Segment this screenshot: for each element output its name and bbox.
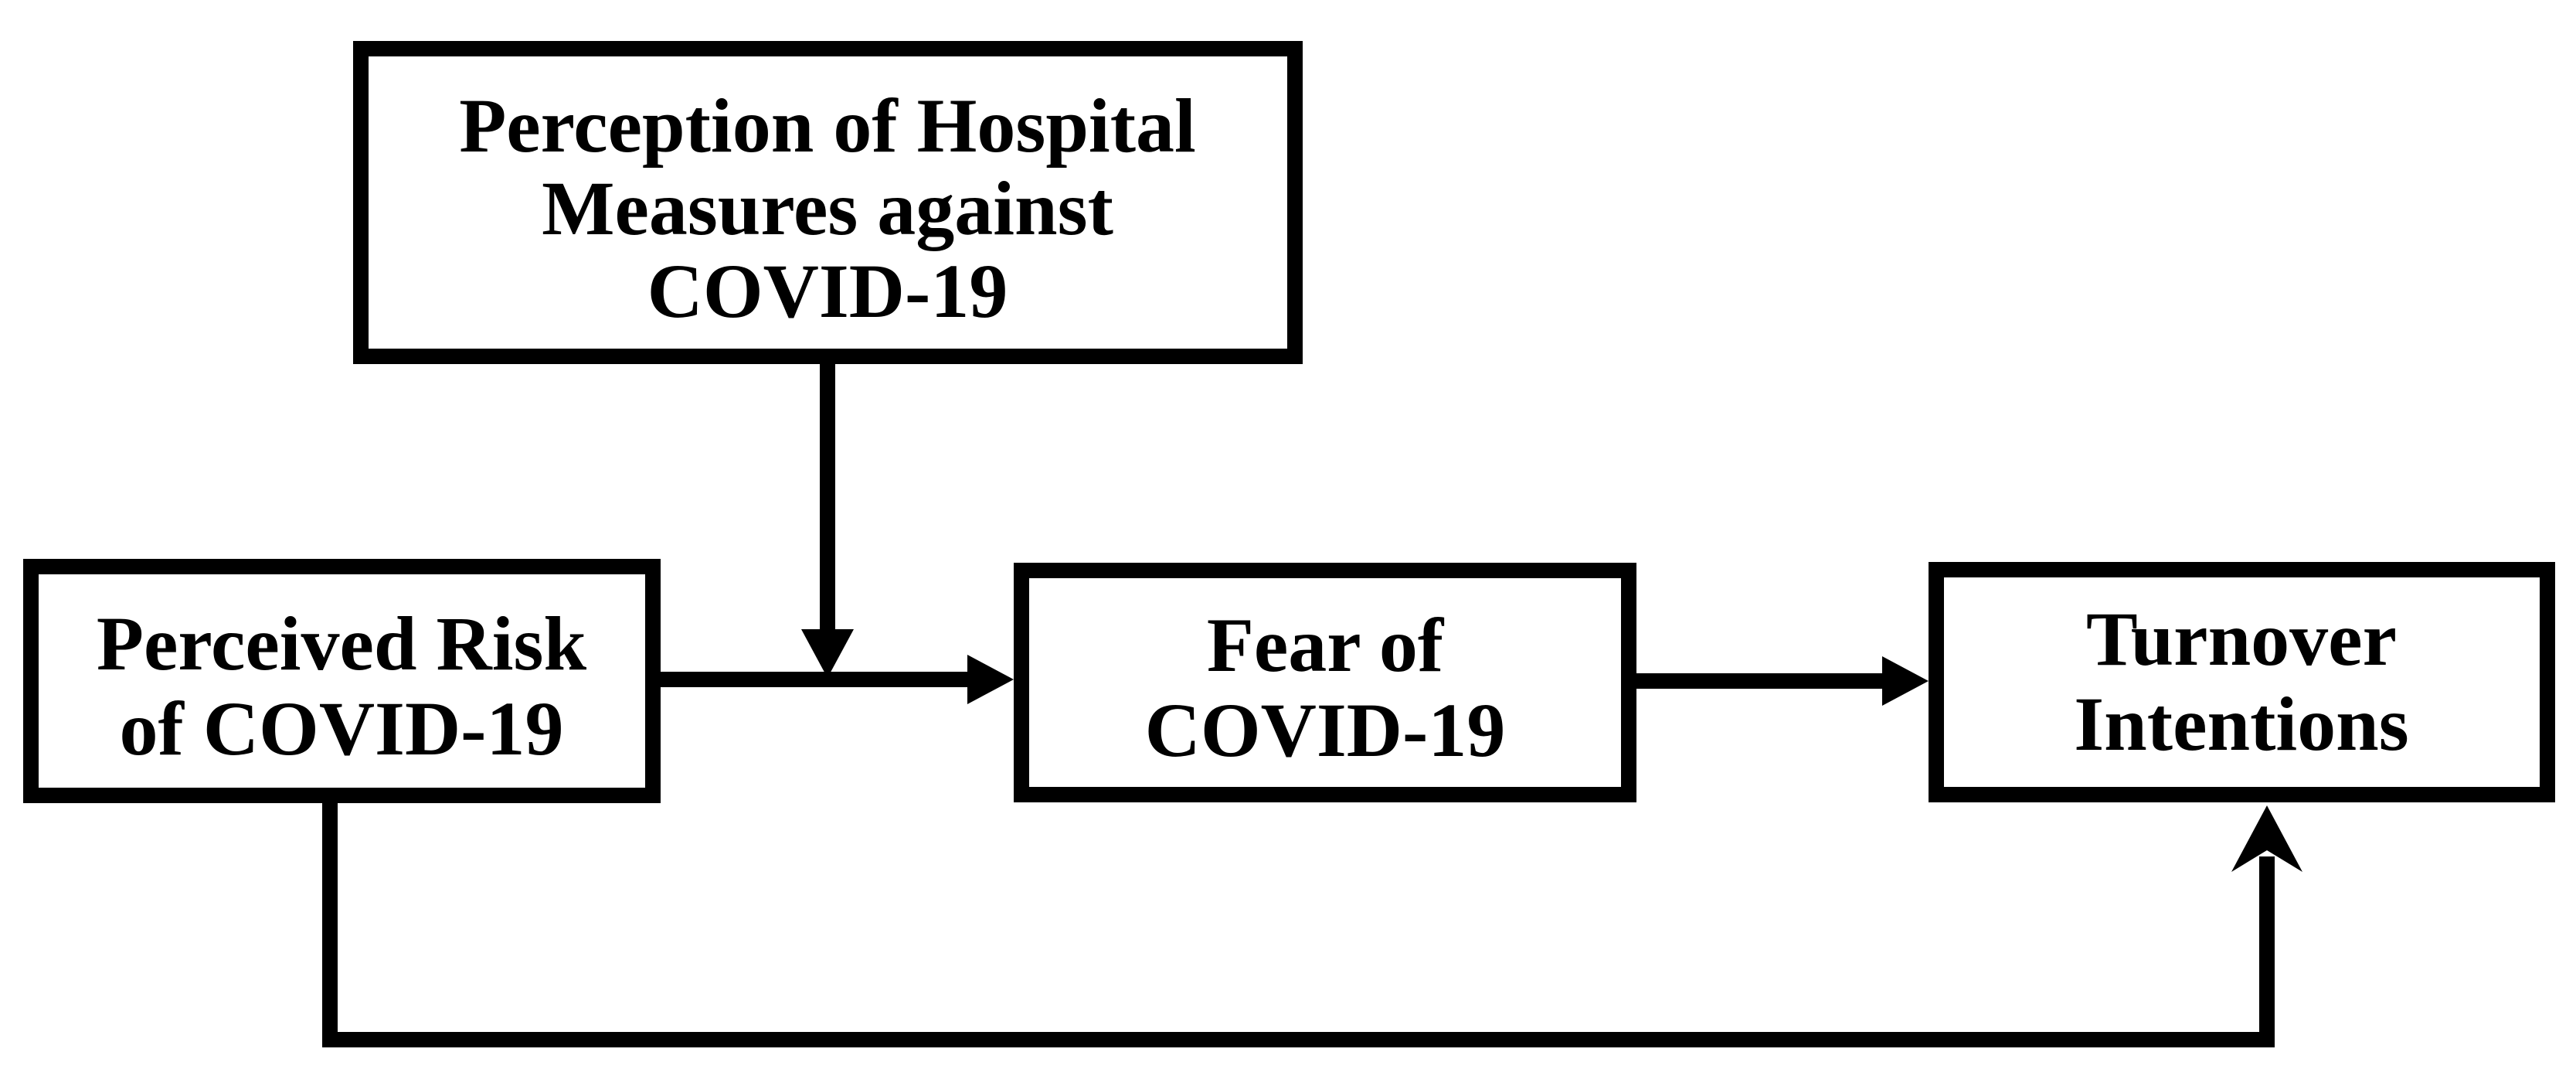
arrow-risk-to-turnover-shaft — [322, 795, 2275, 1047]
hospital-measures-box — [353, 41, 1303, 364]
arrow-risk-to-fear — [661, 655, 1014, 704]
arrow-risk-to-fear-head — [967, 655, 1014, 704]
perceived-risk-label-line2: of COVID-19 — [120, 686, 564, 771]
hospital-measures-label-line3: COVID-19 — [647, 248, 1008, 334]
arrow-risk-to-turnover-head — [2231, 805, 2302, 872]
turnover-intentions-label-line2: Intentions — [2074, 681, 2408, 767]
arrow-fear-to-turnover — [1636, 656, 1929, 706]
perceived-risk-label-line1: Perceived Risk — [97, 601, 587, 686]
node-perceived-risk: Perceived Risk of COVID-19 — [23, 559, 661, 803]
hospital-measures-label-line1: Perception of Hospital — [459, 83, 1196, 169]
perceived-risk-box — [23, 559, 661, 803]
arrow-risk-to-turnover-direct — [322, 795, 2302, 1047]
node-turnover-intentions: Turnover Intentions — [1929, 562, 2555, 802]
arrow-measures-moderation — [801, 364, 854, 678]
hospital-measures-label-line2: Measures against — [542, 165, 1113, 251]
turnover-intentions-box — [1929, 562, 2555, 802]
fear-of-covid19-label-line1: Fear of — [1207, 602, 1445, 688]
turnover-intentions-label-line1: Turnover — [2086, 596, 2397, 682]
fear-of-covid19-label-line2: COVID-19 — [1145, 687, 1506, 773]
node-fear-of-covid19: Fear of COVID-19 — [1014, 563, 1636, 802]
fear-of-covid19-box — [1014, 563, 1636, 802]
arrow-measures-moderation-head — [801, 629, 854, 678]
arrow-fear-to-turnover-head — [1882, 656, 1929, 706]
node-hospital-measures: Perception of Hospital Measures against … — [353, 41, 1303, 364]
